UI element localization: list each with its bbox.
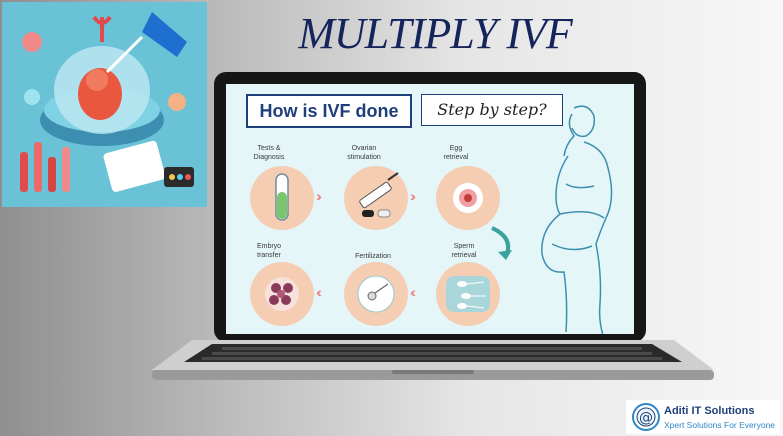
pregnant-woman-icon	[541, 105, 613, 334]
arrow-icon: ›››	[316, 188, 322, 204]
step-label: Sperm retrieval	[451, 243, 477, 259]
step-circle-tests	[250, 166, 314, 230]
screen-subheading-box: Step by step?	[421, 94, 563, 126]
step-circle-egg	[436, 166, 500, 230]
company-name: Aditi IT Solutions	[664, 405, 755, 417]
egg-icon	[453, 183, 483, 213]
laptop-base	[152, 340, 714, 380]
step-circle-sperm	[436, 262, 500, 326]
laptop-screen: How is IVF done Step by step? Tests & Di…	[226, 84, 634, 334]
step-label: Embryo transfer	[256, 243, 282, 259]
arrow-icon: ›››	[410, 188, 416, 204]
embryo-petri-dish-icon	[2, 2, 207, 207]
svg-text:@: @	[639, 410, 653, 426]
page-title: MULTIPLY IVF	[298, 9, 572, 58]
step-label: Tests & Diagnosis	[253, 145, 285, 161]
test-tube-icon	[275, 173, 289, 221]
at-sign-icon: @	[632, 403, 660, 431]
step-label: Fertilization	[355, 253, 391, 260]
embryo-icon	[265, 277, 299, 311]
company-tagline: Xpert Solutions For Everyone	[664, 420, 776, 430]
step-circle-ovarian	[344, 166, 408, 230]
sperm-icon	[446, 276, 490, 312]
screen-heading: How is IVF done	[259, 101, 399, 121]
arrow-icon: ‹‹‹	[316, 284, 322, 300]
step-label: Ovarian stimulation	[347, 145, 381, 161]
step-label: Egg retrieval	[443, 145, 469, 161]
ivf-illustration	[2, 2, 207, 207]
company-logo: @	[626, 400, 780, 434]
curved-arrow-icon	[491, 226, 512, 260]
screen-subheading: Step by step?	[437, 100, 547, 119]
step-circle-embryo	[250, 262, 314, 326]
syringe-icon	[359, 172, 399, 218]
fertilization-icon	[357, 275, 395, 313]
screen-heading-box: How is IVF done	[246, 94, 412, 128]
step-circle-fertilization	[344, 262, 408, 326]
arrow-icon: ‹‹‹	[410, 284, 416, 300]
